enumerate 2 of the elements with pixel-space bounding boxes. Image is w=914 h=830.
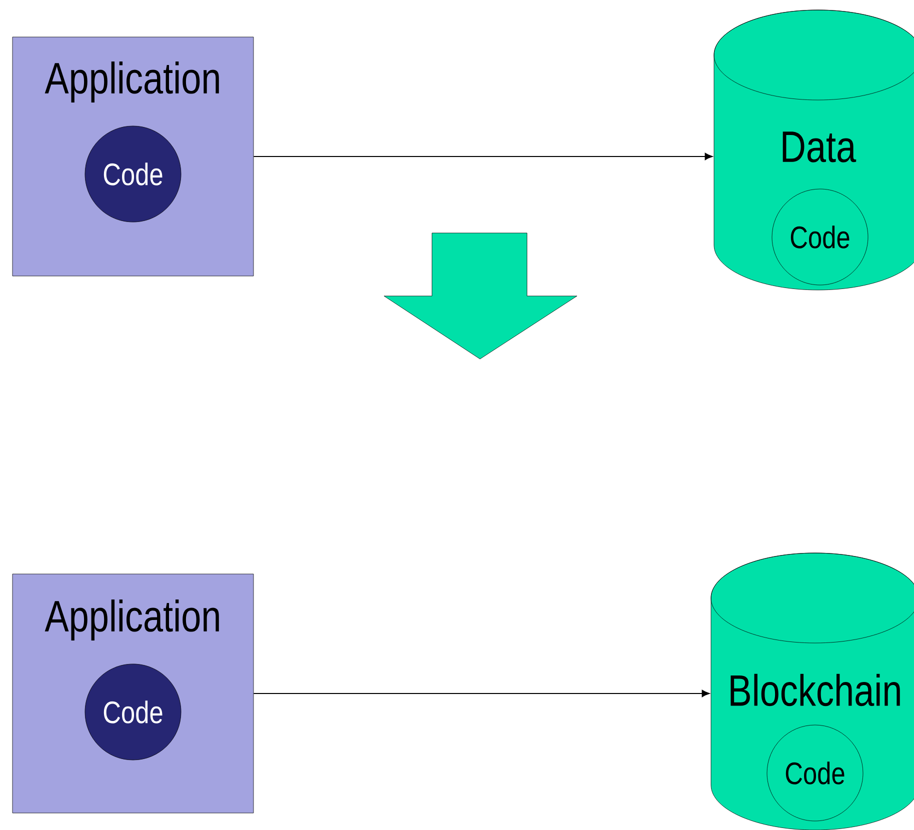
arrow xyxy=(253,690,710,698)
arrow xyxy=(253,152,713,160)
